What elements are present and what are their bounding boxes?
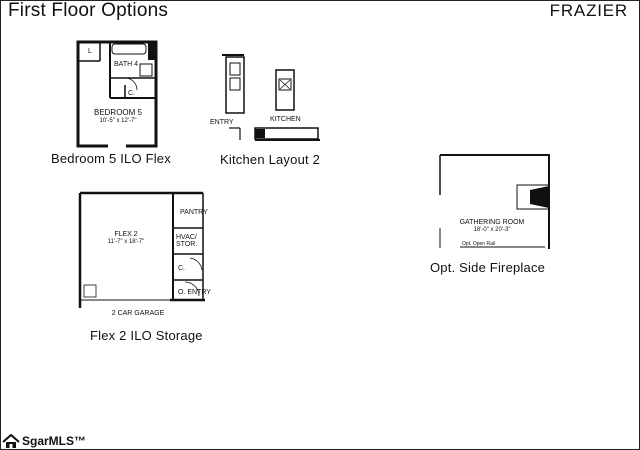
garage-label: 2 CAR GARAGE [112,310,165,317]
hvac-label-line2: STOR. [176,241,197,248]
bath-label: BATH 4 [114,61,138,68]
kitchen-entry-label: ENTRY [210,119,234,126]
fireplace-plan [439,154,550,249]
bedroom-l-label: L [88,48,92,55]
gathering-room-name: GATHERING ROOM [460,219,525,226]
house-logo-icon [2,433,20,448]
bedroom-closet-label: C. [128,90,135,97]
bedroom-room-name: BEDROOM 5 [94,108,143,117]
plan-brand: FRAZIER [549,1,628,20]
owner-entry-label: O. ENTRY [178,289,211,296]
hvac-label-line1: HVAC/ [176,234,197,241]
mls-watermark: SgarMLS™ [2,432,86,449]
pantry-label: PANTRY [180,209,208,216]
flex-room-dims: 11'-7" x 18'-7" [108,239,144,245]
bedroom-plan [76,40,158,148]
page-title: First Floor Options [8,0,169,21]
mls-label: SgarMLS™ [22,433,87,448]
kitchen-caption: Kitchen Layout 2 [220,152,321,167]
kitchen-label: KITCHEN [270,116,301,123]
fireplace-caption: Opt. Side Fireplace [430,260,546,275]
flex-caption: Flex 2 ILO Storage [90,328,203,343]
flex-plan [78,191,205,308]
gathering-room-dims: 18'-0" x 20'-3" [474,227,511,233]
kitchen-plan [222,54,320,141]
open-rail-label: Opt. Open Rail [462,241,495,247]
bedroom-room-dims: 10'-5" x 12'-7" [100,118,137,124]
flex-closet-label: C. [178,265,185,272]
flex-room-name: FLEX 2 [114,231,137,238]
bedroom-caption: Bedroom 5 ILO Flex [51,151,171,166]
